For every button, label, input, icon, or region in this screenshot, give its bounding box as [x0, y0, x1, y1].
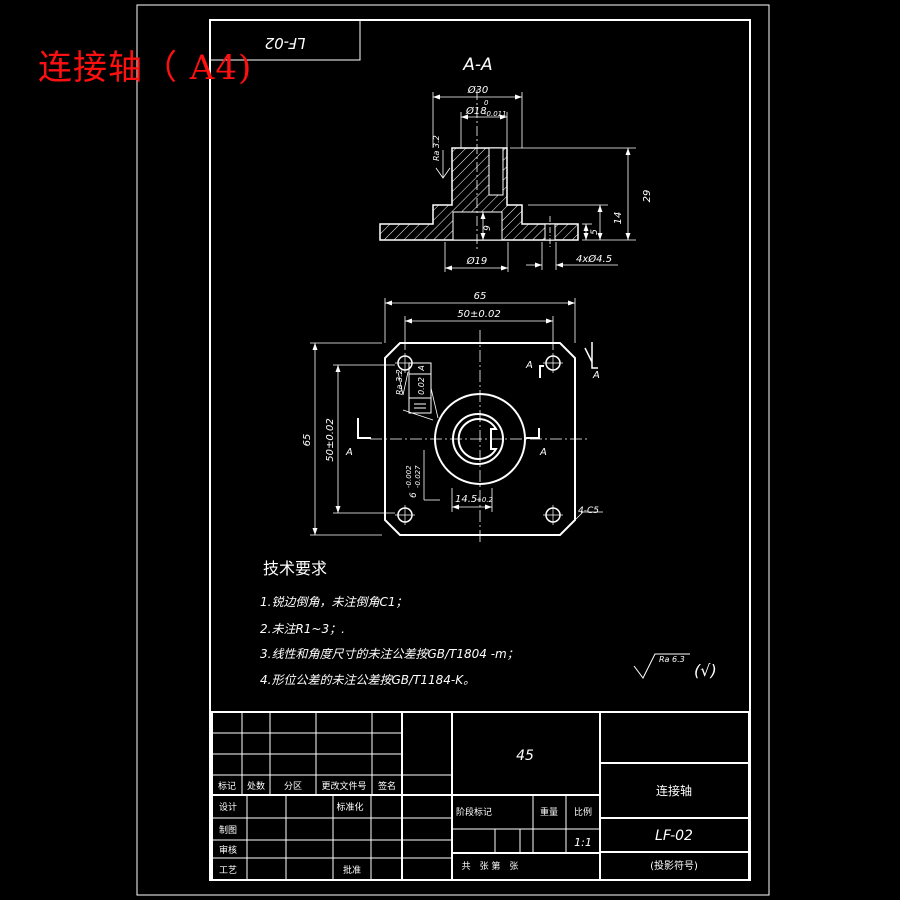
- gdt-tolerance: 0.02: [417, 377, 426, 395]
- approve-label: 批准: [343, 864, 361, 876]
- dim-slot-tol-upper: -0.002: [405, 465, 413, 488]
- dim-h5: 5: [590, 229, 600, 235]
- dim-plan-ra: Ra 3.2: [395, 369, 404, 395]
- title-block: [211, 711, 750, 881]
- bore-keyway: [457, 418, 498, 460]
- row-check: 审核: [219, 844, 237, 856]
- sheet-label: 共 张 第 张: [462, 860, 519, 872]
- section-mark-left: A: [345, 447, 353, 458]
- overlay-title: 连接轴（ A4): [38, 48, 253, 88]
- dim-keyway-tol: +0.2: [476, 496, 494, 504]
- section-mark-top-a: A: [525, 360, 533, 371]
- row-design: 设计: [219, 801, 237, 813]
- dim-d18-tol-upper: 0: [484, 99, 489, 107]
- sheet-outer-frame: [136, 4, 770, 896]
- row-draw: 制图: [219, 824, 237, 836]
- title-block-text: 标记 处数 分区 更改文件号 签名 设计 制图 审核 工艺 标准化 批准 45 …: [218, 748, 698, 876]
- section-view: A-A Ø30 Ø18 0 -0.011 Ra 3.2 Ø19: [379, 55, 653, 272]
- scale-value: 1:1: [574, 836, 592, 849]
- roughness-suffix: (√): [694, 661, 717, 680]
- dim-h50: 50±0.02: [325, 418, 336, 461]
- stamp-code: LF-02: [265, 34, 306, 52]
- dim-d19: Ø19: [466, 255, 488, 267]
- section-bore: [488, 147, 504, 196]
- weight-label: 重量: [540, 806, 558, 818]
- dim-d18: Ø18: [465, 105, 487, 117]
- plate-outline: [384, 342, 576, 536]
- dim-h29: 29: [642, 190, 653, 203]
- section-mark-right: A: [539, 447, 547, 458]
- dim-slot: 6: [409, 492, 419, 498]
- requirement-3: 3.线性和角度尺寸的未注公差按GB/T1804 -m；: [260, 647, 519, 661]
- dim-d18-tol-lower: -0.011: [484, 110, 507, 118]
- plan-view: 65 50±0.02 65 50±0.02: [302, 291, 603, 545]
- dim-holes: 4xØ4.5: [576, 253, 612, 265]
- boss-inner: [452, 413, 504, 465]
- header-zone: 分区: [284, 781, 302, 792]
- row-process: 工艺: [219, 865, 237, 876]
- requirement-2: 2.未注R1~3；.: [260, 622, 345, 636]
- requirement-4: 4.形位公差的未注公差按GB/T1184-K。: [260, 673, 475, 687]
- requirements-title: 技术要求: [263, 559, 327, 578]
- material: 45: [516, 748, 534, 764]
- section-label: A-A: [462, 55, 492, 75]
- dim-slot-tol-lower: -0.027: [414, 465, 422, 488]
- dim-chamfer: 4-C5: [578, 506, 599, 516]
- projection-label: (投影符号): [650, 859, 698, 872]
- gdt-ref: A: [417, 365, 426, 371]
- section-mark-top-b: A: [592, 370, 600, 381]
- roughness-value: Ra 6.3: [659, 655, 685, 664]
- dim-keyway: 14.5: [455, 494, 477, 505]
- dim-w50: 50±0.02: [457, 309, 500, 320]
- dim-h65: 65: [302, 434, 313, 447]
- drawing-number: LF-02: [655, 828, 693, 844]
- boss-outer: [434, 393, 526, 485]
- dim-section-ra: Ra 3.2: [432, 135, 441, 161]
- scale-label: 比例: [574, 806, 592, 818]
- std-label: 标准化: [336, 801, 363, 813]
- stamp-box: [209, 19, 361, 61]
- stage-label: 阶段标记: [456, 806, 492, 818]
- dim-h9: 9: [483, 225, 493, 231]
- header-sign: 签名: [378, 780, 396, 792]
- dim-w65: 65: [474, 291, 487, 302]
- requirement-1: 1.锐边倒角，未注倒角C1；: [260, 595, 407, 609]
- technical-requirements: 技术要求 1.锐边倒角，未注倒角C1； 2.未注R1~3；. 3.线性和角度尺寸…: [260, 559, 519, 687]
- dim-d30: Ø30: [467, 84, 489, 96]
- section-body: [379, 147, 579, 241]
- header-mark: 标记: [218, 780, 236, 792]
- roughness-note: Ra 6.3 (√): [633, 653, 717, 680]
- header-change-doc: 更改文件号: [321, 780, 366, 792]
- dim-h14: 14: [613, 212, 624, 225]
- section-recess: [452, 211, 503, 241]
- header-count: 处数: [247, 780, 265, 792]
- part-name: 连接轴: [656, 783, 692, 798]
